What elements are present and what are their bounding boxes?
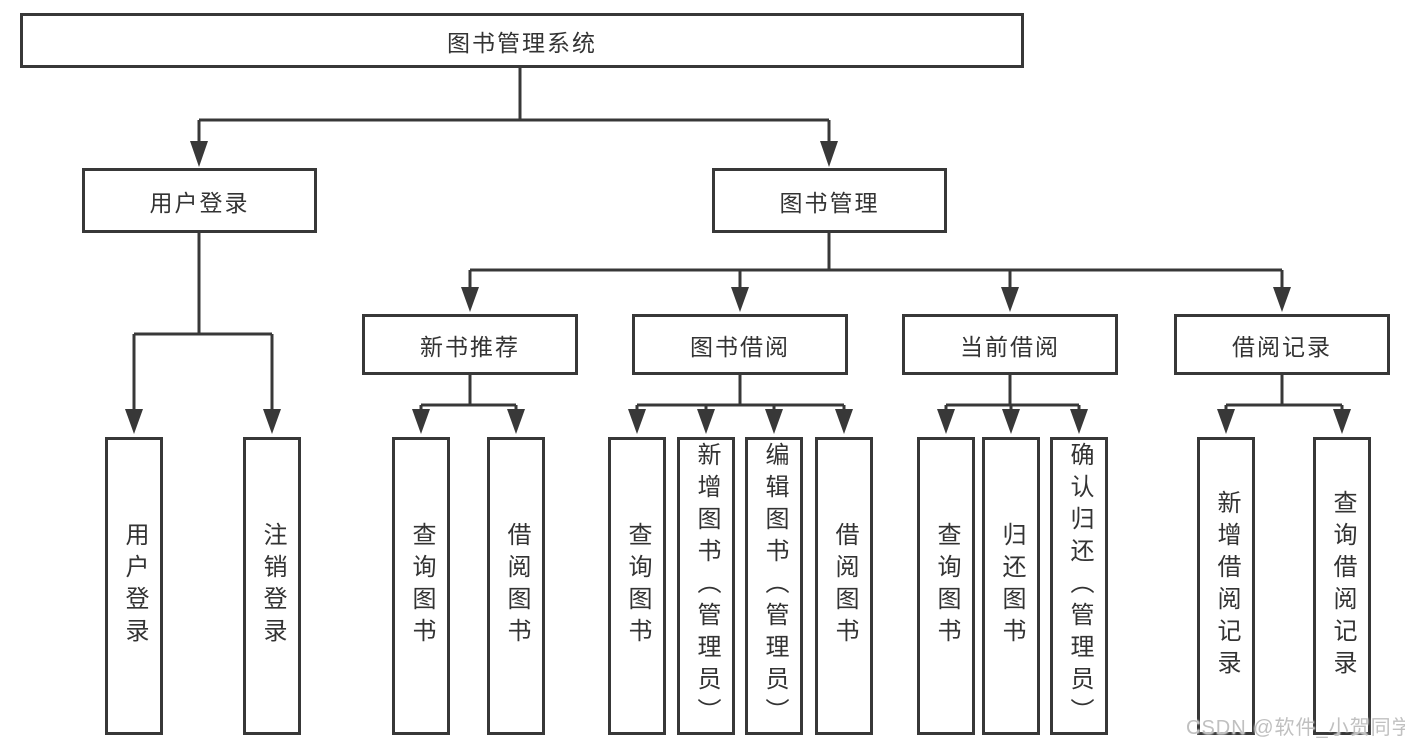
node-root: 图书管理系统 <box>20 13 1024 68</box>
node-current-borrowing: 当前借阅 <box>902 314 1118 375</box>
node-new-book-recommend: 新书推荐 <box>362 314 578 375</box>
leaf-borrow-books-borrowing: 借阅图书 <box>815 437 873 735</box>
leaf-return-books-label: 归还图书 <box>998 522 1025 650</box>
leaf-logout-label: 注销登录 <box>259 522 286 650</box>
node-book-borrowing-label: 图书借阅 <box>690 333 790 360</box>
leaf-add-borrow-record-label: 新增借阅记录 <box>1213 490 1240 682</box>
leaf-confirm-return-admin: 确认归还（管理员） <box>1050 437 1108 735</box>
leaf-add-books-admin: 新增图书（管理员） <box>677 437 735 735</box>
node-new-book-recommend-label: 新书推荐 <box>420 333 520 360</box>
leaf-add-borrow-record: 新增借阅记录 <box>1197 437 1255 735</box>
leaf-return-books: 归还图书 <box>982 437 1040 735</box>
node-user-login: 用户登录 <box>82 168 317 233</box>
node-book-management: 图书管理 <box>712 168 947 233</box>
leaf-user-login: 用户登录 <box>105 437 163 735</box>
leaf-confirm-return-admin-label: 确认归还（管理员） <box>1066 442 1093 730</box>
leaf-edit-books-admin-label: 编辑图书（管理员） <box>761 442 788 730</box>
leaf-query-borrow-record: 查询借阅记录 <box>1313 437 1371 735</box>
leaf-borrow-books-borrowing-label: 借阅图书 <box>831 522 858 650</box>
leaf-add-books-admin-label: 新增图书（管理员） <box>693 442 720 730</box>
leaf-edit-books-admin: 编辑图书（管理员） <box>745 437 803 735</box>
node-book-borrowing: 图书借阅 <box>632 314 848 375</box>
leaf-borrow-books-recommend-label: 借阅图书 <box>503 522 530 650</box>
leaf-query-books-current: 查询图书 <box>917 437 975 735</box>
leaf-borrow-books-recommend: 借阅图书 <box>487 437 545 735</box>
leaf-query-books-recommend: 查询图书 <box>392 437 450 735</box>
node-root-label: 图书管理系统 <box>447 29 597 56</box>
node-current-borrowing-label: 当前借阅 <box>960 333 1060 360</box>
leaf-logout: 注销登录 <box>243 437 301 735</box>
leaf-query-books-recommend-label: 查询图书 <box>408 522 435 650</box>
leaf-query-books-borrowing-label: 查询图书 <box>624 522 651 650</box>
node-book-management-label: 图书管理 <box>779 189 880 216</box>
node-borrowing-records: 借阅记录 <box>1174 314 1390 375</box>
node-borrowing-records-label: 借阅记录 <box>1232 333 1332 360</box>
leaf-user-login-label: 用户登录 <box>121 522 148 650</box>
csdn-watermark: CSDN @软件_小贺同学 <box>1186 717 1405 739</box>
leaf-query-books-current-label: 查询图书 <box>933 522 960 650</box>
leaf-query-books-borrowing: 查询图书 <box>608 437 666 735</box>
node-user-login-label: 用户登录 <box>149 189 250 216</box>
leaf-query-borrow-record-label: 查询借阅记录 <box>1329 490 1356 682</box>
